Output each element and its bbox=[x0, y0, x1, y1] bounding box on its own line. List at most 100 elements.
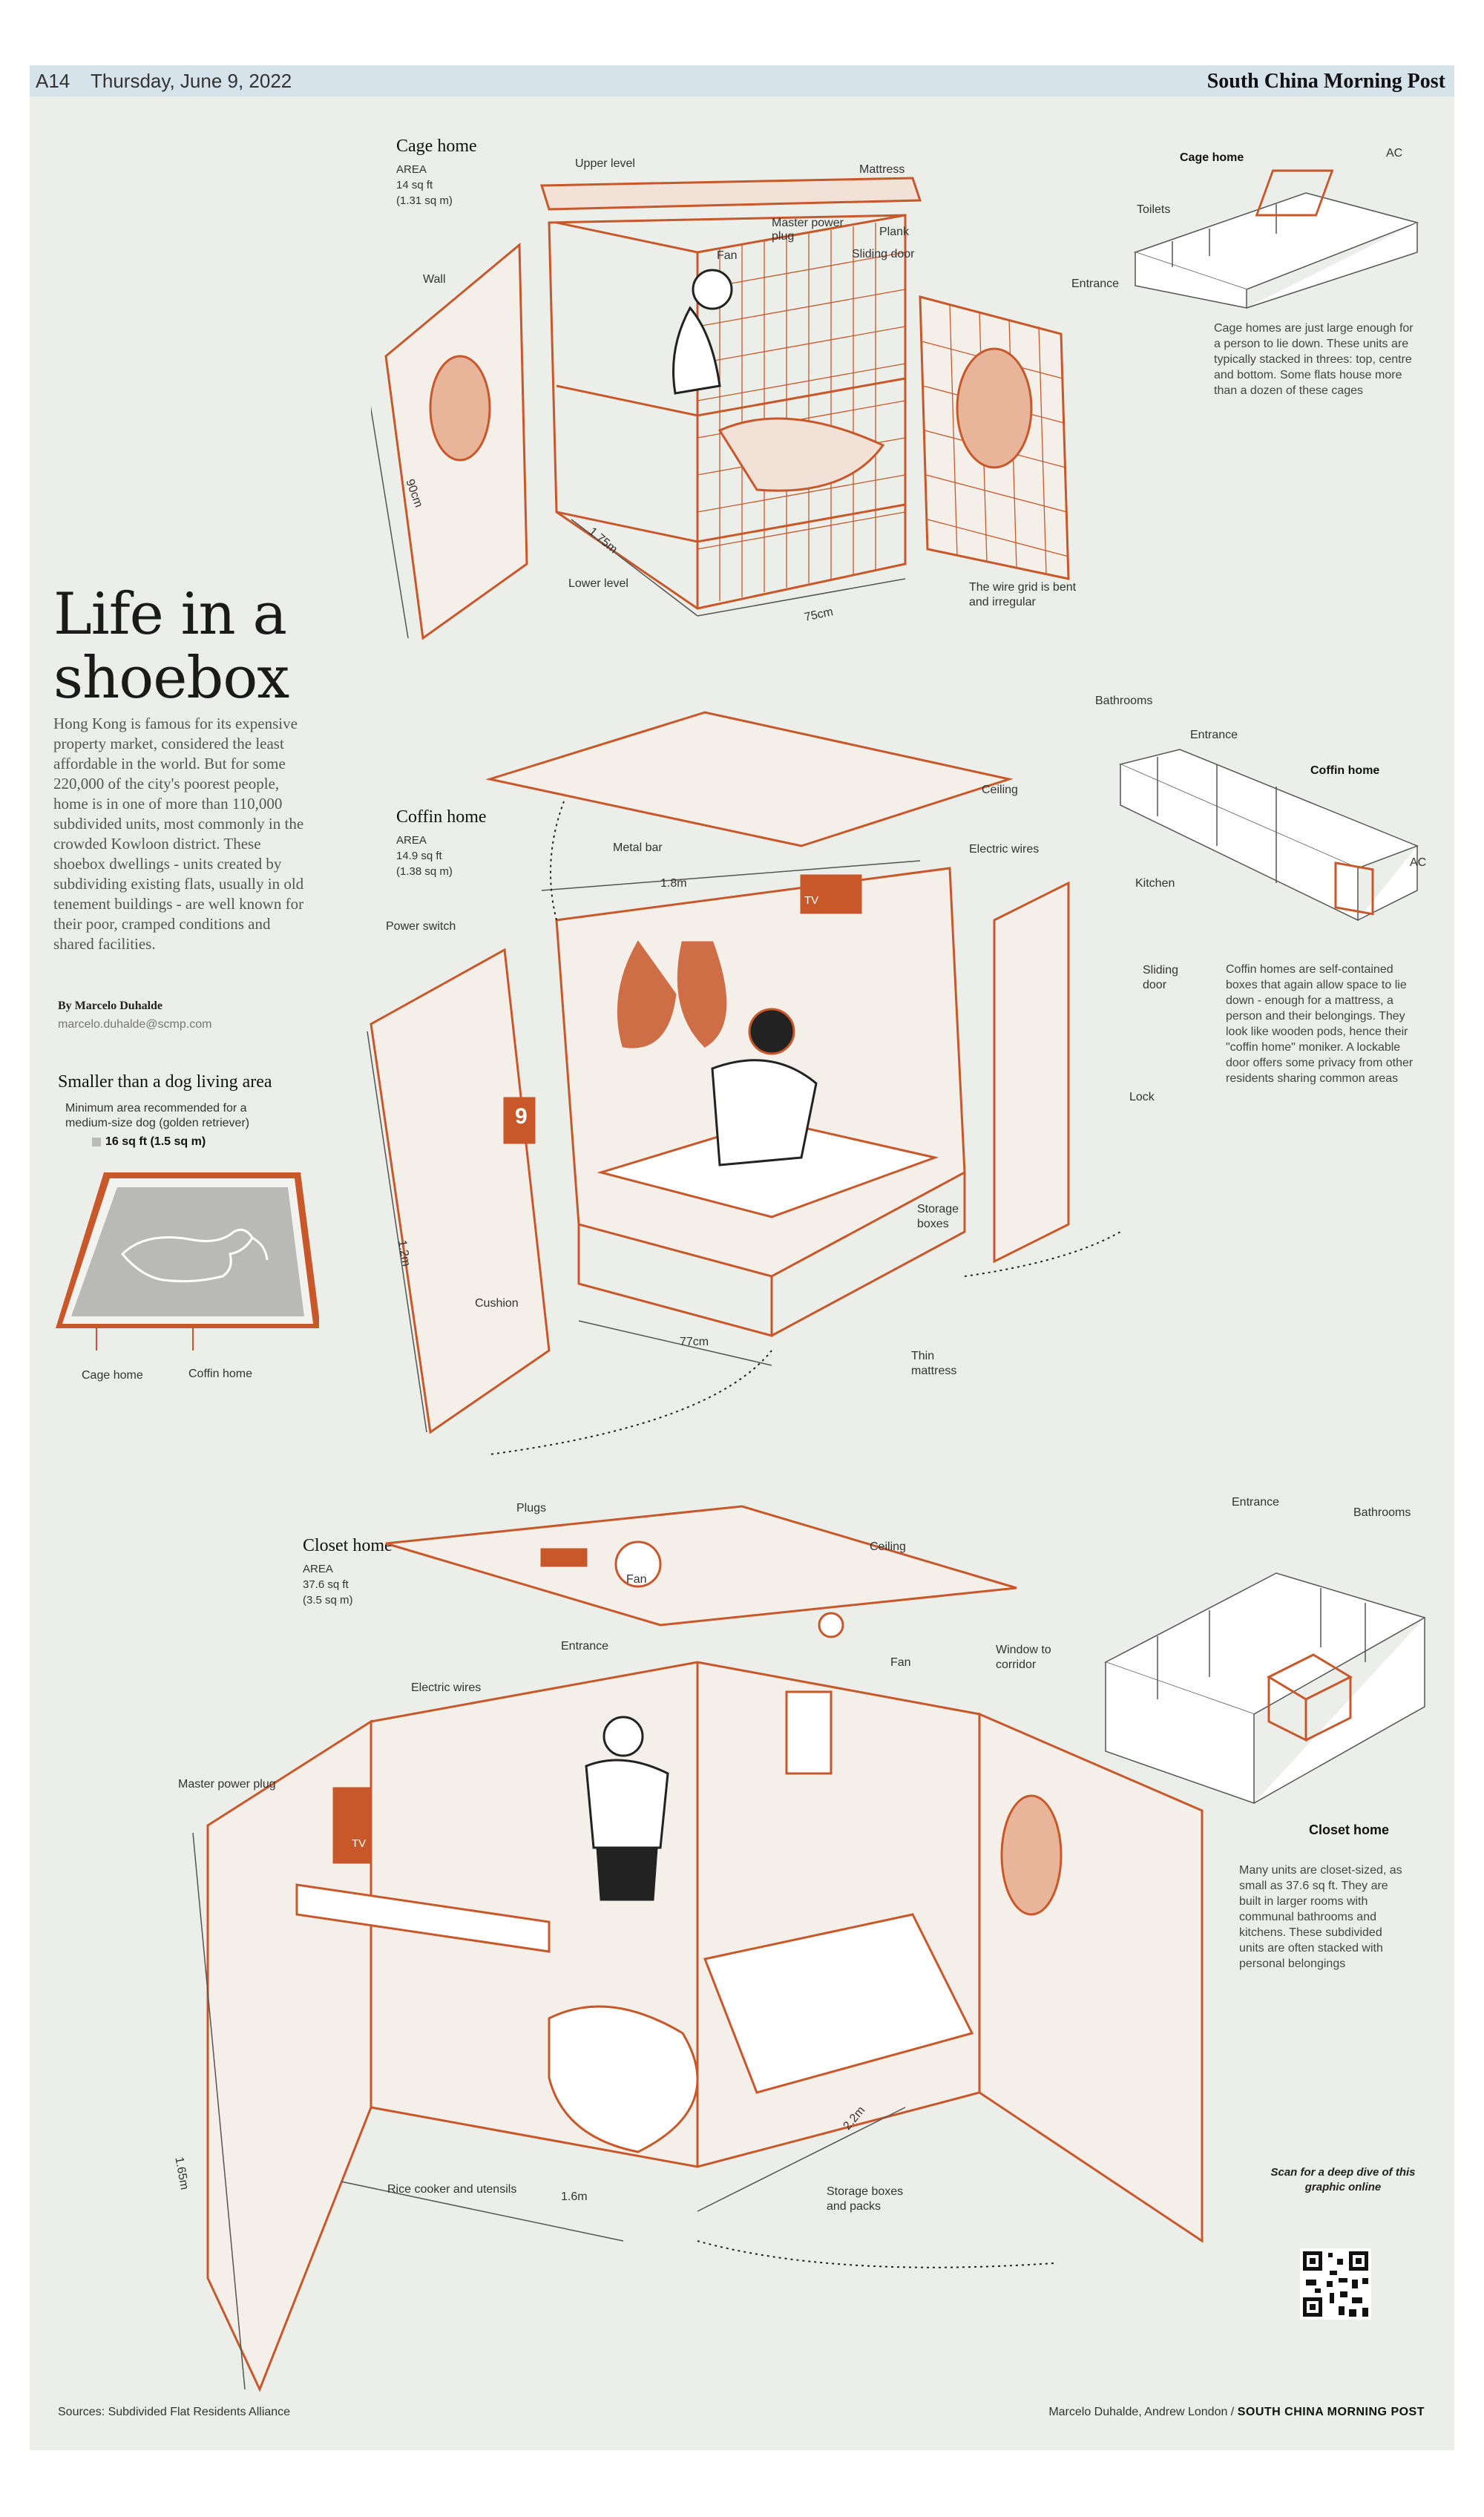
dog-icon bbox=[120, 1228, 269, 1283]
byline: By Marcelo Duhalde bbox=[58, 1000, 163, 1012]
credit-names: Marcelo Duhalde, Andrew London / bbox=[1048, 2406, 1235, 2418]
closet-label-electric-wires: Electric wires bbox=[411, 1681, 482, 1694]
closet-floorplan-inset bbox=[1104, 1572, 1426, 1805]
closet-inset-entrance: Entrance bbox=[1232, 1496, 1280, 1509]
closet-title: Closet home bbox=[303, 1536, 393, 1555]
closet-area-sqft: 37.6 sq ft bbox=[303, 1578, 349, 1591]
closet-label-rice-cooker: Rice cooker and utensils bbox=[387, 2183, 517, 2196]
coffin-tv-label: TV bbox=[804, 894, 819, 907]
headline-line-1: Life in a bbox=[53, 581, 287, 648]
closet-area-sqm: (3.5 sq m) bbox=[303, 1594, 353, 1607]
closet-description: Many units are closet-sized, as small as… bbox=[1239, 1864, 1402, 1970]
intro-text: Hong Kong is famous for its expensive pr… bbox=[53, 715, 304, 953]
closet-highlight bbox=[1266, 1653, 1353, 1742]
dog-panel-area: 16 sq ft (1.5 sq m) bbox=[92, 1135, 206, 1149]
dog-area-diagram bbox=[56, 1172, 319, 1351]
tv-icon bbox=[332, 1787, 372, 1864]
page-number: A14 bbox=[36, 70, 70, 92]
closet-inset-bathrooms: Bathrooms bbox=[1353, 1506, 1411, 1519]
coffin-inset-entrance: Entrance bbox=[1190, 729, 1238, 741]
coffin-label-metal-bar: Metal bar bbox=[613, 841, 663, 854]
dog-panel-coffin-label: Coffin home bbox=[188, 1368, 252, 1380]
hanging-bag bbox=[429, 355, 491, 462]
person-body bbox=[672, 306, 721, 395]
closet-label-plugs: Plugs bbox=[516, 1502, 547, 1515]
cage-description: Cage homes are just large enough for a p… bbox=[1214, 322, 1414, 397]
cage-area-label: AREA bbox=[396, 163, 427, 176]
cage-label-fan: Fan bbox=[717, 249, 738, 262]
coffin-inset-bathrooms: Bathrooms bbox=[1095, 695, 1153, 707]
coffin-home-illustration bbox=[367, 711, 1121, 1455]
swing-arrow bbox=[697, 2240, 1054, 2268]
cage-inset-ac: AC bbox=[1386, 147, 1403, 160]
cage-inset-label: Cage home bbox=[1180, 151, 1244, 164]
person-head bbox=[748, 1008, 795, 1055]
window-icon bbox=[785, 1690, 833, 1775]
dog-panel-title: Smaller than a dog living area bbox=[58, 1072, 272, 1092]
coffin-dim-width: 77cm bbox=[680, 1336, 709, 1348]
cage-label-mattress: Mattress bbox=[859, 163, 905, 176]
closet-home-illustration bbox=[192, 1505, 1204, 2392]
closet-label-window: Window to corridor bbox=[996, 1644, 1051, 1671]
legend-swatch-icon bbox=[92, 1137, 101, 1146]
coffin-label-electric-wires: Electric wires bbox=[969, 843, 1040, 856]
swing-arrow bbox=[550, 801, 565, 921]
cage-label-upper-level: Upper level bbox=[575, 157, 635, 170]
scan-note: Scan for a deep dive of this graphic onl… bbox=[1270, 2166, 1416, 2193]
closet-tv-label: TV bbox=[352, 1837, 367, 1850]
closet-label-fan: Fan bbox=[890, 1656, 911, 1669]
coffin-inset-label: Coffin home bbox=[1310, 764, 1380, 777]
cage-title: Cage home bbox=[396, 137, 477, 156]
cage-area: AREA 14 sq ft (1.31 sq m) bbox=[396, 162, 453, 209]
closet-inset-label: Closet home bbox=[1309, 1822, 1390, 1837]
cage-area-fill bbox=[71, 1187, 304, 1316]
closet-dim-width: 1.6m bbox=[561, 2191, 588, 2203]
closet-label-ceiling: Ceiling bbox=[870, 1540, 906, 1553]
hanging-bag bbox=[1000, 1794, 1063, 1916]
closet-label-fan-top: Fan bbox=[626, 1573, 647, 1586]
cage-floorplan-inset bbox=[1133, 169, 1419, 309]
cage-inset-toilets: Toilets bbox=[1137, 203, 1171, 216]
tv-icon bbox=[800, 874, 862, 914]
ceiling-light-icon bbox=[818, 1612, 844, 1638]
closet-area-label: AREA bbox=[303, 1563, 333, 1575]
cage-label-sliding-door: Sliding door bbox=[852, 248, 915, 260]
coffin-area-sqm: (1.38 sq m) bbox=[396, 865, 453, 878]
coffin-description: Coffin homes are self-contained boxes th… bbox=[1226, 963, 1414, 1085]
ceiling-fan-icon bbox=[614, 1540, 662, 1588]
closet-label-entrance: Entrance bbox=[561, 1640, 609, 1653]
dog-panel-note: Minimum area recommended for a medium-si… bbox=[65, 1102, 250, 1129]
coffin-calendar-number: 9 bbox=[515, 1104, 528, 1129]
dog-panel-cage-label: Cage home bbox=[82, 1369, 143, 1382]
plug-strip-icon bbox=[540, 1548, 588, 1567]
cage-label-master-plug: Master power plug bbox=[772, 217, 844, 243]
coffin-label-power-switch: Power switch bbox=[386, 920, 456, 933]
coffin-label-cushion: Cushion bbox=[475, 1297, 519, 1310]
coffin-inset-ac: AC bbox=[1410, 856, 1427, 869]
hanging-bag bbox=[677, 941, 727, 1048]
qr-code-icon[interactable] bbox=[1300, 2248, 1371, 2320]
closet-label-storage: Storage boxes and packs bbox=[827, 2185, 904, 2213]
coffin-label-thin-mattress: Thin mattress bbox=[911, 1350, 957, 1377]
coffin-area-sqft: 14.9 sq ft bbox=[396, 850, 442, 862]
cage-label-plank: Plank bbox=[879, 226, 910, 238]
coffin-label-lock: Lock bbox=[1129, 1091, 1155, 1103]
cage-area-sqft: 14 sq ft bbox=[396, 179, 433, 191]
publication-date: Thursday, June 9, 2022 bbox=[91, 70, 292, 92]
coffin-title: Coffin home bbox=[396, 807, 487, 827]
headline: Life in a shoebox bbox=[53, 583, 289, 710]
coffin-area-label: AREA bbox=[396, 834, 427, 847]
person-head bbox=[692, 269, 733, 310]
author-email[interactable]: marcelo.duhalde@scmp.com bbox=[58, 1018, 212, 1031]
cage-inset-entrance: Entrance bbox=[1071, 278, 1120, 290]
person-head bbox=[603, 1716, 644, 1757]
coffin-label-sliding-door: Sliding door bbox=[1143, 964, 1179, 991]
calendar bbox=[503, 1097, 536, 1144]
cage-highlight bbox=[1255, 169, 1334, 217]
closet-area: AREA 37.6 sq ft (3.5 sq m) bbox=[303, 1561, 353, 1608]
coffin-label-ceiling: Ceiling bbox=[982, 784, 1018, 796]
coffin-inset-kitchen: Kitchen bbox=[1135, 877, 1175, 890]
sources-credit: Sources: Subdivided Flat Residents Allia… bbox=[58, 2406, 291, 2418]
cage-home-illustration bbox=[371, 177, 1070, 640]
coffin-highlight bbox=[1334, 862, 1374, 916]
